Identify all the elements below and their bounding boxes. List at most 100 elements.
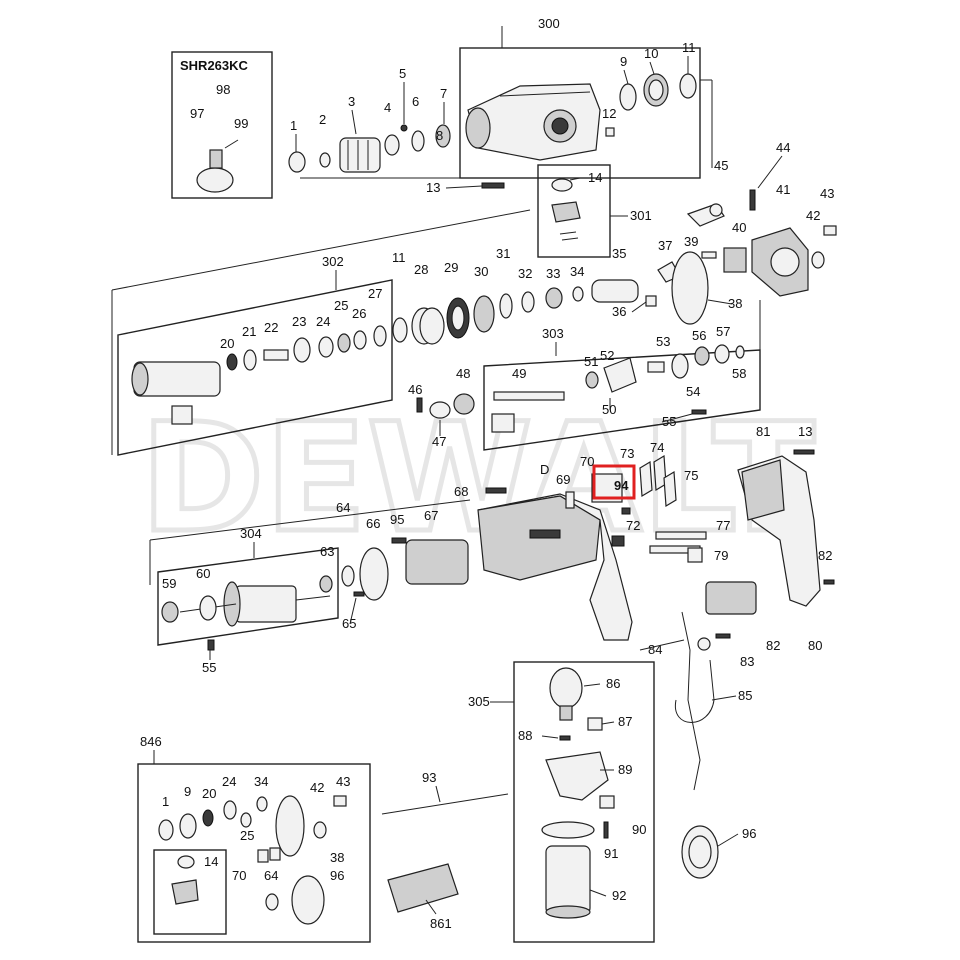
clip-58-part — [735, 345, 745, 359]
callout-68: 68 — [454, 484, 468, 499]
callout-25b: 25 — [240, 828, 254, 843]
callout-73: 73 — [620, 446, 634, 461]
shaft-22-part — [263, 349, 289, 361]
callout-45: 45 — [714, 158, 728, 173]
spring-part — [411, 130, 425, 152]
callout-89: 89 — [618, 762, 632, 777]
callout-32: 32 — [518, 266, 532, 281]
callout-20: 20 — [220, 336, 234, 351]
pin-13-part — [481, 182, 505, 189]
spring-53-part — [647, 361, 665, 373]
kit846-ring-64-part — [265, 893, 279, 911]
clip-75-part — [663, 470, 677, 508]
callout-54: 54 — [686, 384, 700, 399]
spring-pin-44-part — [749, 189, 756, 211]
callout-4: 4 — [384, 100, 391, 115]
callout-28: 28 — [414, 262, 428, 277]
callout-49: 49 — [512, 366, 526, 381]
nut-87-part — [587, 717, 603, 731]
subassembly-301-box — [153, 849, 227, 935]
callout-21: 21 — [242, 324, 256, 339]
callout-92: 92 — [612, 888, 626, 903]
ring-31-part — [499, 293, 513, 319]
callout-95: 95 — [390, 512, 404, 527]
clip-79-part — [687, 547, 703, 563]
callout-70: 70 — [580, 454, 594, 469]
callout-82b: 82 — [766, 638, 780, 653]
assembly-303-box — [483, 300, 761, 451]
leader-lines — [209, 56, 783, 915]
assembly-300-box — [300, 26, 713, 179]
callout-77: 77 — [716, 518, 730, 533]
callout-64b: 64 — [264, 868, 278, 883]
callout-6: 6 — [412, 94, 419, 109]
piston-35-part — [591, 279, 639, 303]
ring-96-part — [681, 825, 719, 879]
callout-70b: 70 — [232, 868, 246, 883]
kit846-brush-70-part — [257, 847, 281, 863]
screw-55-part — [691, 409, 707, 415]
callout-66: 66 — [366, 516, 380, 531]
rubber-ring-part — [619, 83, 637, 111]
handle-bracket-89-part — [545, 751, 609, 801]
callout-86: 86 — [606, 676, 620, 691]
bearing-part — [435, 124, 451, 148]
callout-87: 87 — [618, 714, 632, 729]
callout-1b: 1 — [162, 794, 169, 809]
bit-case-861-part — [387, 863, 459, 913]
callout-94-highlighted: 94 — [614, 478, 629, 493]
ring-34-part — [572, 286, 584, 302]
seal-ring-part — [288, 151, 306, 173]
kit846-ring-25-part — [240, 812, 252, 828]
kit846-ring-24-part — [223, 800, 237, 820]
selector-knob-part — [551, 178, 581, 241]
pin-13b-part — [793, 449, 815, 455]
callout-99: 99 — [234, 116, 248, 131]
bushing-47-part — [429, 401, 451, 419]
kit846-selector-part — [171, 879, 199, 905]
washer-ring-part — [679, 73, 697, 99]
callout-29: 29 — [444, 260, 458, 275]
callout-52: 52 — [600, 348, 614, 363]
callout-42b: 42 — [310, 780, 324, 795]
callout-46: 46 — [408, 382, 422, 397]
screw-82c-part — [715, 633, 731, 639]
switch-lever-part — [686, 203, 725, 227]
gear-33-part — [545, 287, 563, 309]
callout-93: 93 — [422, 770, 436, 785]
spindle-tube-part — [131, 361, 221, 425]
clip-73-part — [639, 460, 653, 498]
assembly-300-label: 300 — [538, 16, 560, 31]
o-ring-38-part — [671, 251, 709, 325]
callout-74: 74 — [650, 440, 664, 455]
ring-23-part — [293, 337, 311, 363]
callout-36: 36 — [612, 304, 626, 319]
callout-13b: 13 — [798, 424, 812, 439]
callout-11: 11 — [682, 40, 696, 55]
kit846-ring-42-part — [313, 821, 327, 839]
callout-97: 97 — [190, 106, 204, 121]
assembly-305-label: 305 — [468, 694, 490, 709]
callout-5: 5 — [399, 66, 406, 81]
kit846-ring-96-part — [291, 875, 325, 925]
pin-36-part — [645, 295, 657, 307]
spring-39-part — [701, 251, 717, 259]
callout-43: 43 — [820, 186, 834, 201]
callout-41: 41 — [776, 182, 790, 197]
callout-34b: 34 — [254, 774, 268, 789]
callout-1: 1 — [290, 118, 297, 133]
kit846-cap-43-part — [333, 795, 347, 807]
crank-housing-part — [751, 227, 809, 297]
strain-relief-83-part — [697, 637, 711, 651]
callout-60: 60 — [196, 566, 210, 581]
clamp-ring-86-part — [549, 667, 583, 721]
callout-D: D — [540, 462, 549, 477]
rear-handle-part — [737, 455, 821, 607]
callout-9: 9 — [620, 54, 627, 69]
callout-7: 7 — [440, 86, 447, 101]
highlight-box-94 — [592, 464, 636, 500]
callout-75: 75 — [684, 468, 698, 483]
callout-88: 88 — [518, 728, 532, 743]
ring-57-part — [714, 344, 730, 364]
callout-90: 90 — [632, 822, 646, 837]
